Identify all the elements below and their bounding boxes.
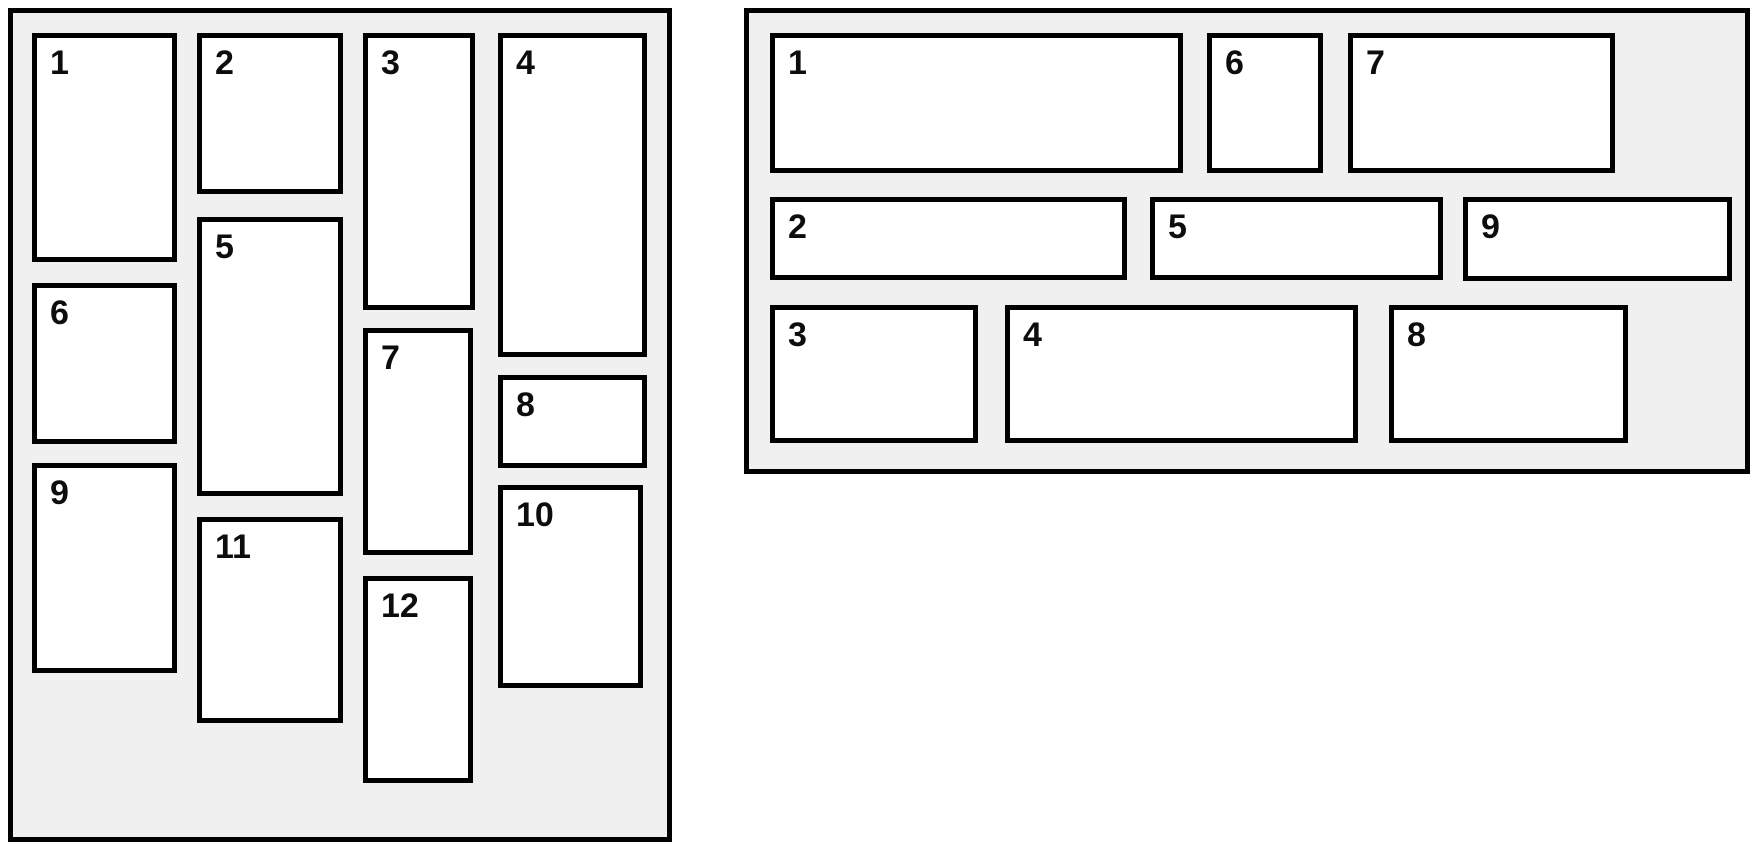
box-number-label: 9 xyxy=(50,474,69,512)
box-number-label: 1 xyxy=(50,44,69,82)
vertical-masonry-panel-box-7: 7 xyxy=(363,328,473,555)
horizontal-masonry-panel-box-4: 4 xyxy=(1005,305,1358,443)
horizontal-masonry-panel: 1 2 3 4 5 6 7 8 9 xyxy=(744,8,1750,474)
box-number-label: 7 xyxy=(1366,44,1385,82)
vertical-masonry-panel-box-4: 4 xyxy=(498,33,647,357)
vertical-masonry-panel-box-1: 1 xyxy=(32,33,177,262)
box-number-label: 2 xyxy=(215,44,234,82)
box-number-label: 3 xyxy=(788,316,807,354)
box-number-label: 1 xyxy=(788,44,807,82)
horizontal-masonry-panel-box-5: 5 xyxy=(1150,197,1443,280)
vertical-masonry-panel-box-11: 11 xyxy=(197,517,343,723)
box-number-label: 10 xyxy=(516,496,554,534)
box-number-label: 7 xyxy=(381,339,400,377)
box-number-label: 5 xyxy=(215,228,234,266)
box-number-label: 6 xyxy=(1225,44,1244,82)
horizontal-masonry-panel-box-8: 8 xyxy=(1389,305,1628,443)
box-number-label: 3 xyxy=(381,44,400,82)
box-number-label: 8 xyxy=(516,386,535,424)
vertical-masonry-panel-box-2: 2 xyxy=(197,33,343,194)
box-number-label: 2 xyxy=(788,208,807,246)
horizontal-masonry-panel-box-6: 6 xyxy=(1207,33,1323,173)
box-number-label: 6 xyxy=(50,294,69,332)
box-number-label: 4 xyxy=(516,44,535,82)
box-number-label: 9 xyxy=(1481,208,1500,246)
vertical-masonry-panel-box-3: 3 xyxy=(363,33,475,310)
box-number-label: 8 xyxy=(1407,316,1426,354)
horizontal-masonry-panel-box-3: 3 xyxy=(770,305,978,443)
vertical-masonry-panel-box-10: 10 xyxy=(498,485,643,688)
box-number-label: 5 xyxy=(1168,208,1187,246)
box-number-label: 4 xyxy=(1023,316,1042,354)
horizontal-masonry-panel-box-2: 2 xyxy=(770,197,1127,280)
horizontal-masonry-panel-box-7: 7 xyxy=(1348,33,1615,173)
box-number-label: 12 xyxy=(381,587,419,625)
vertical-masonry-panel-box-9: 9 xyxy=(32,463,177,673)
horizontal-masonry-panel-box-1: 1 xyxy=(770,33,1183,173)
vertical-masonry-panel-box-6: 6 xyxy=(32,283,177,444)
vertical-masonry-panel-box-8: 8 xyxy=(498,375,647,468)
box-number-label: 11 xyxy=(215,528,251,566)
horizontal-masonry-panel-box-9: 9 xyxy=(1463,197,1732,281)
vertical-masonry-panel-box-12: 12 xyxy=(363,576,473,783)
vertical-masonry-panel-box-5: 5 xyxy=(197,217,343,496)
